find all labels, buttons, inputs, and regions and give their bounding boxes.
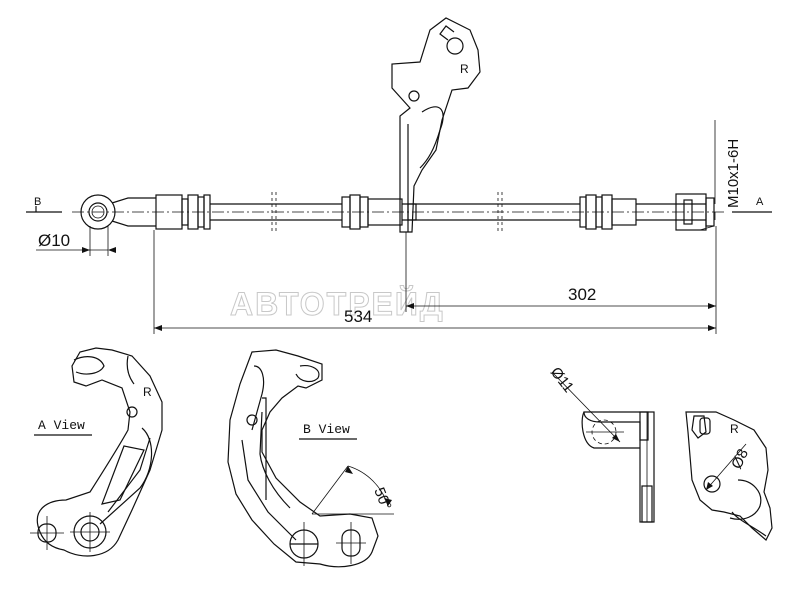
b-view-title: B View <box>303 422 350 437</box>
mounting-bracket-top: R <box>391 17 481 233</box>
svg-text:A: A <box>756 196 764 208</box>
svg-text:B: B <box>34 196 41 208</box>
svg-text:50°: 50° <box>370 485 394 512</box>
a-view-bracket: R <box>30 347 163 557</box>
a-view-title: A View <box>38 418 85 433</box>
hose-assembly <box>72 192 725 232</box>
dimension-dia-8: Ø8 <box>705 443 752 491</box>
detail-side-profile <box>581 411 655 523</box>
detail-side-label: R <box>730 422 739 436</box>
svg-text:534: 534 <box>344 307 372 326</box>
bracket-side-label: R <box>460 62 469 76</box>
angle-dimension: 50° <box>311 465 395 515</box>
dimension-ring-diameter: Ø10 <box>36 226 116 256</box>
view-marker-a: A <box>732 196 772 213</box>
dimension-dia-11: Ø11 <box>547 364 621 443</box>
svg-text:302: 302 <box>568 285 596 304</box>
thread-callout: M10x1-6H <box>714 120 742 220</box>
svg-text:Ø11: Ø11 <box>547 364 577 396</box>
view-marker-b: B <box>26 196 62 213</box>
b-view-bracket <box>227 349 379 568</box>
svg-text:Ø10: Ø10 <box>38 231 70 250</box>
svg-text:Ø8: Ø8 <box>728 446 752 471</box>
a-view-side-label: R <box>143 385 152 399</box>
watermark: АВТОТРЕЙД <box>230 286 445 322</box>
dimension-302: 302 <box>405 226 717 334</box>
detail-front-profile: R <box>685 411 773 541</box>
svg-text:M10x1-6H: M10x1-6H <box>725 139 742 208</box>
dimension-534: 534 <box>153 230 716 334</box>
